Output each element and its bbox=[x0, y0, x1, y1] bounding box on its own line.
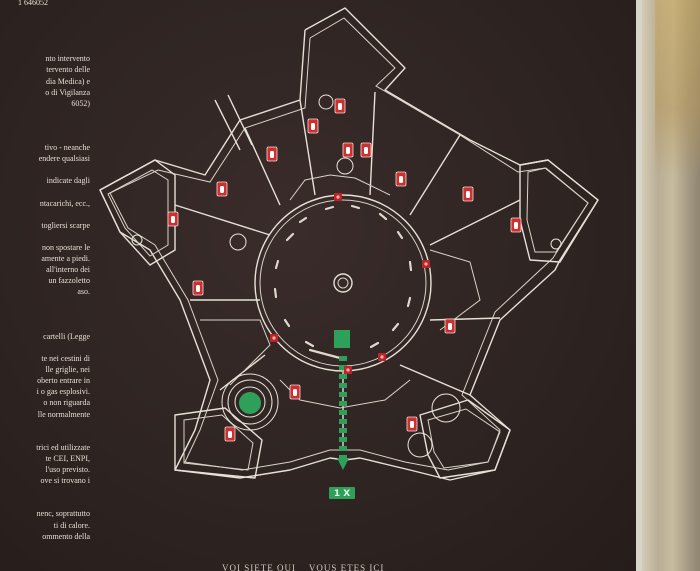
regulation-line: lle normalmente bbox=[37, 409, 90, 419]
regulation-line: togliersi scarpe bbox=[41, 220, 90, 230]
warning-markers bbox=[270, 193, 430, 374]
fortress-outline bbox=[99, 7, 599, 481]
regulation-line: ntacarichi, ecc., bbox=[39, 198, 90, 208]
regulation-line: non spostare le bbox=[42, 243, 90, 252]
extinguisher-glyph bbox=[346, 147, 350, 154]
path-dash bbox=[339, 383, 347, 388]
regulation-line: trici ed utilizzate bbox=[36, 442, 90, 452]
extinguisher-glyph bbox=[220, 186, 224, 193]
regulation-line: te nei cestini di bbox=[41, 354, 90, 363]
path-dash bbox=[339, 365, 347, 370]
extinguisher-glyph bbox=[171, 216, 175, 223]
regulation-line: i o gas esplosivi. bbox=[36, 387, 90, 397]
regulation-line: ove si trovano i bbox=[40, 476, 90, 486]
regulation-line: tervento delle bbox=[46, 65, 90, 75]
extinguisher-glyph bbox=[466, 191, 470, 198]
path-dash bbox=[339, 419, 347, 424]
regulation-line: nenc, soprattutto bbox=[36, 509, 90, 519]
extinguisher-glyph bbox=[270, 151, 274, 158]
extinguisher-glyph bbox=[228, 431, 232, 438]
regulation-line: te CEI, ENPI, bbox=[45, 453, 90, 463]
regulation-line: un fazzoletto bbox=[48, 276, 90, 286]
extinguisher-glyph bbox=[364, 147, 368, 154]
top-reference-number: 1 646052 bbox=[18, 0, 48, 7]
courtyard-pillars bbox=[273, 204, 413, 360]
extinguisher-glyph bbox=[448, 323, 452, 330]
extinguisher-glyph bbox=[338, 103, 342, 110]
regulation-line: o non riguarda bbox=[43, 398, 90, 408]
path-dash bbox=[339, 446, 347, 451]
evacuation-path bbox=[339, 356, 347, 460]
regulation-line: tivo - neanche bbox=[44, 143, 90, 153]
path-dash bbox=[339, 392, 347, 397]
extinguisher-glyph bbox=[293, 389, 297, 396]
extinguisher-glyph bbox=[399, 176, 403, 183]
path-dash bbox=[339, 374, 347, 379]
regulation-line: cartelli (Legge bbox=[43, 331, 90, 341]
regulation-line: dia Medica) e bbox=[46, 76, 90, 86]
regulation-line: l'uso previsto. bbox=[45, 465, 90, 474]
regulation-line: all'interno dei bbox=[46, 265, 90, 275]
regulation-line: aso. bbox=[77, 287, 90, 297]
path-dash bbox=[339, 356, 347, 361]
fire-extinguishers bbox=[167, 98, 522, 442]
regulation-line: ommento della bbox=[42, 531, 90, 541]
regulation-line: nto intervento bbox=[45, 54, 90, 64]
extinguisher-glyph bbox=[311, 123, 315, 130]
path-dash bbox=[339, 428, 347, 433]
exit-label: 1 X bbox=[334, 489, 350, 499]
floor-plan: 1 X bbox=[99, 7, 599, 499]
extinguisher-glyph bbox=[410, 421, 414, 428]
regulation-line: o di Vigilanza bbox=[45, 87, 90, 97]
regulation-line: ti di calore. bbox=[53, 520, 90, 530]
path-dash bbox=[339, 437, 347, 442]
bottom-caption: VOI SIETE QUI VOUS ETES ICI bbox=[222, 563, 385, 571]
path-dash bbox=[339, 410, 347, 415]
extinguisher-glyph bbox=[196, 285, 200, 292]
regulation-line: 6052) bbox=[71, 98, 90, 108]
regulation-line: indicate dagli bbox=[46, 176, 90, 186]
wall-stain bbox=[655, 0, 700, 180]
regulation-line: endere qualsiasi bbox=[38, 154, 90, 164]
extinguisher-glyph bbox=[514, 222, 518, 229]
regulation-line: lle griglie, nei bbox=[45, 365, 90, 375]
path-dash bbox=[339, 401, 347, 406]
spiral-stairs bbox=[131, 94, 562, 458]
regulation-line: amente a piedi. bbox=[41, 254, 90, 264]
path-dash bbox=[339, 455, 347, 460]
regulation-line: oberto entrare in bbox=[37, 376, 90, 386]
first-aid-station: 1 X bbox=[239, 330, 355, 499]
